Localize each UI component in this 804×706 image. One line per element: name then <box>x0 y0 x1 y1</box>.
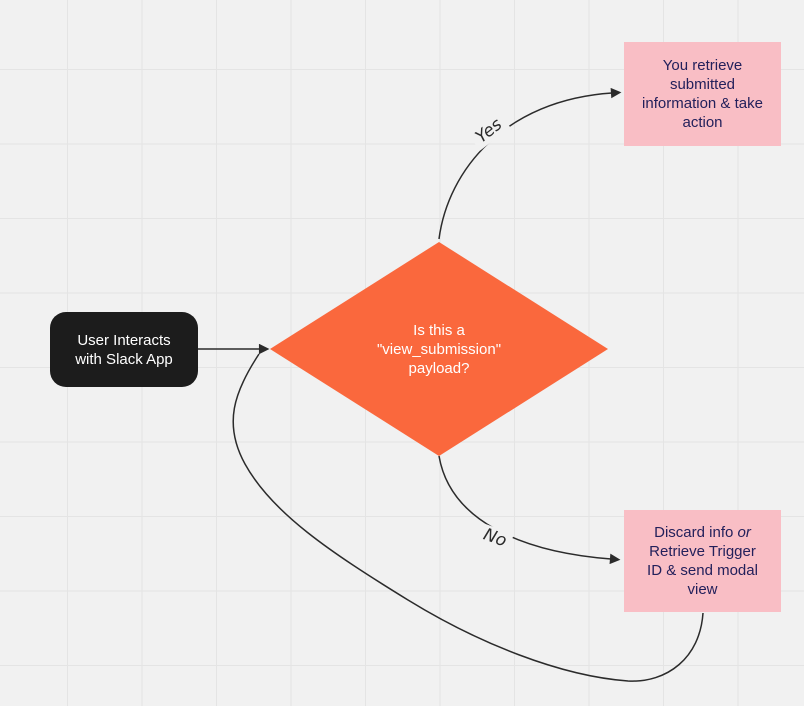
no-outcome-line: view <box>687 581 718 598</box>
decision-line: payload? <box>408 359 470 377</box>
yes-outcome-node: You retrieve submitted information & tak… <box>624 42 781 146</box>
no-outcome-line: Discard info or <box>654 523 751 542</box>
edge-return <box>232 353 704 682</box>
no-outcome-node: Discard info or Retrieve Trigger ID & se… <box>624 510 781 612</box>
start-node-line: User Interacts <box>77 331 171 349</box>
start-node: User Interacts with Slack App <box>50 312 198 387</box>
no-outcome-text: Discard info <box>654 524 738 541</box>
edge-no <box>438 455 621 565</box>
start-node-line: with Slack App <box>75 350 173 368</box>
decision-label: Is this a "view_submission" payload? <box>344 310 534 388</box>
yes-outcome-line: information & take <box>642 95 763 112</box>
decision-diamond <box>270 242 608 456</box>
yes-outcome-line: submitted <box>669 76 736 93</box>
decision-line: "view_submission" <box>376 340 502 358</box>
no-outcome-line: ID & send modal <box>647 562 758 579</box>
no-outcome-italic-or: or <box>737 524 751 541</box>
yes-outcome-line: You retrieve <box>662 57 743 74</box>
no-outcome-line: Retrieve Trigger <box>649 543 756 560</box>
edge-yes <box>438 87 622 240</box>
decision-line: Is this a <box>413 321 465 339</box>
yes-outcome-line: action <box>682 114 723 131</box>
